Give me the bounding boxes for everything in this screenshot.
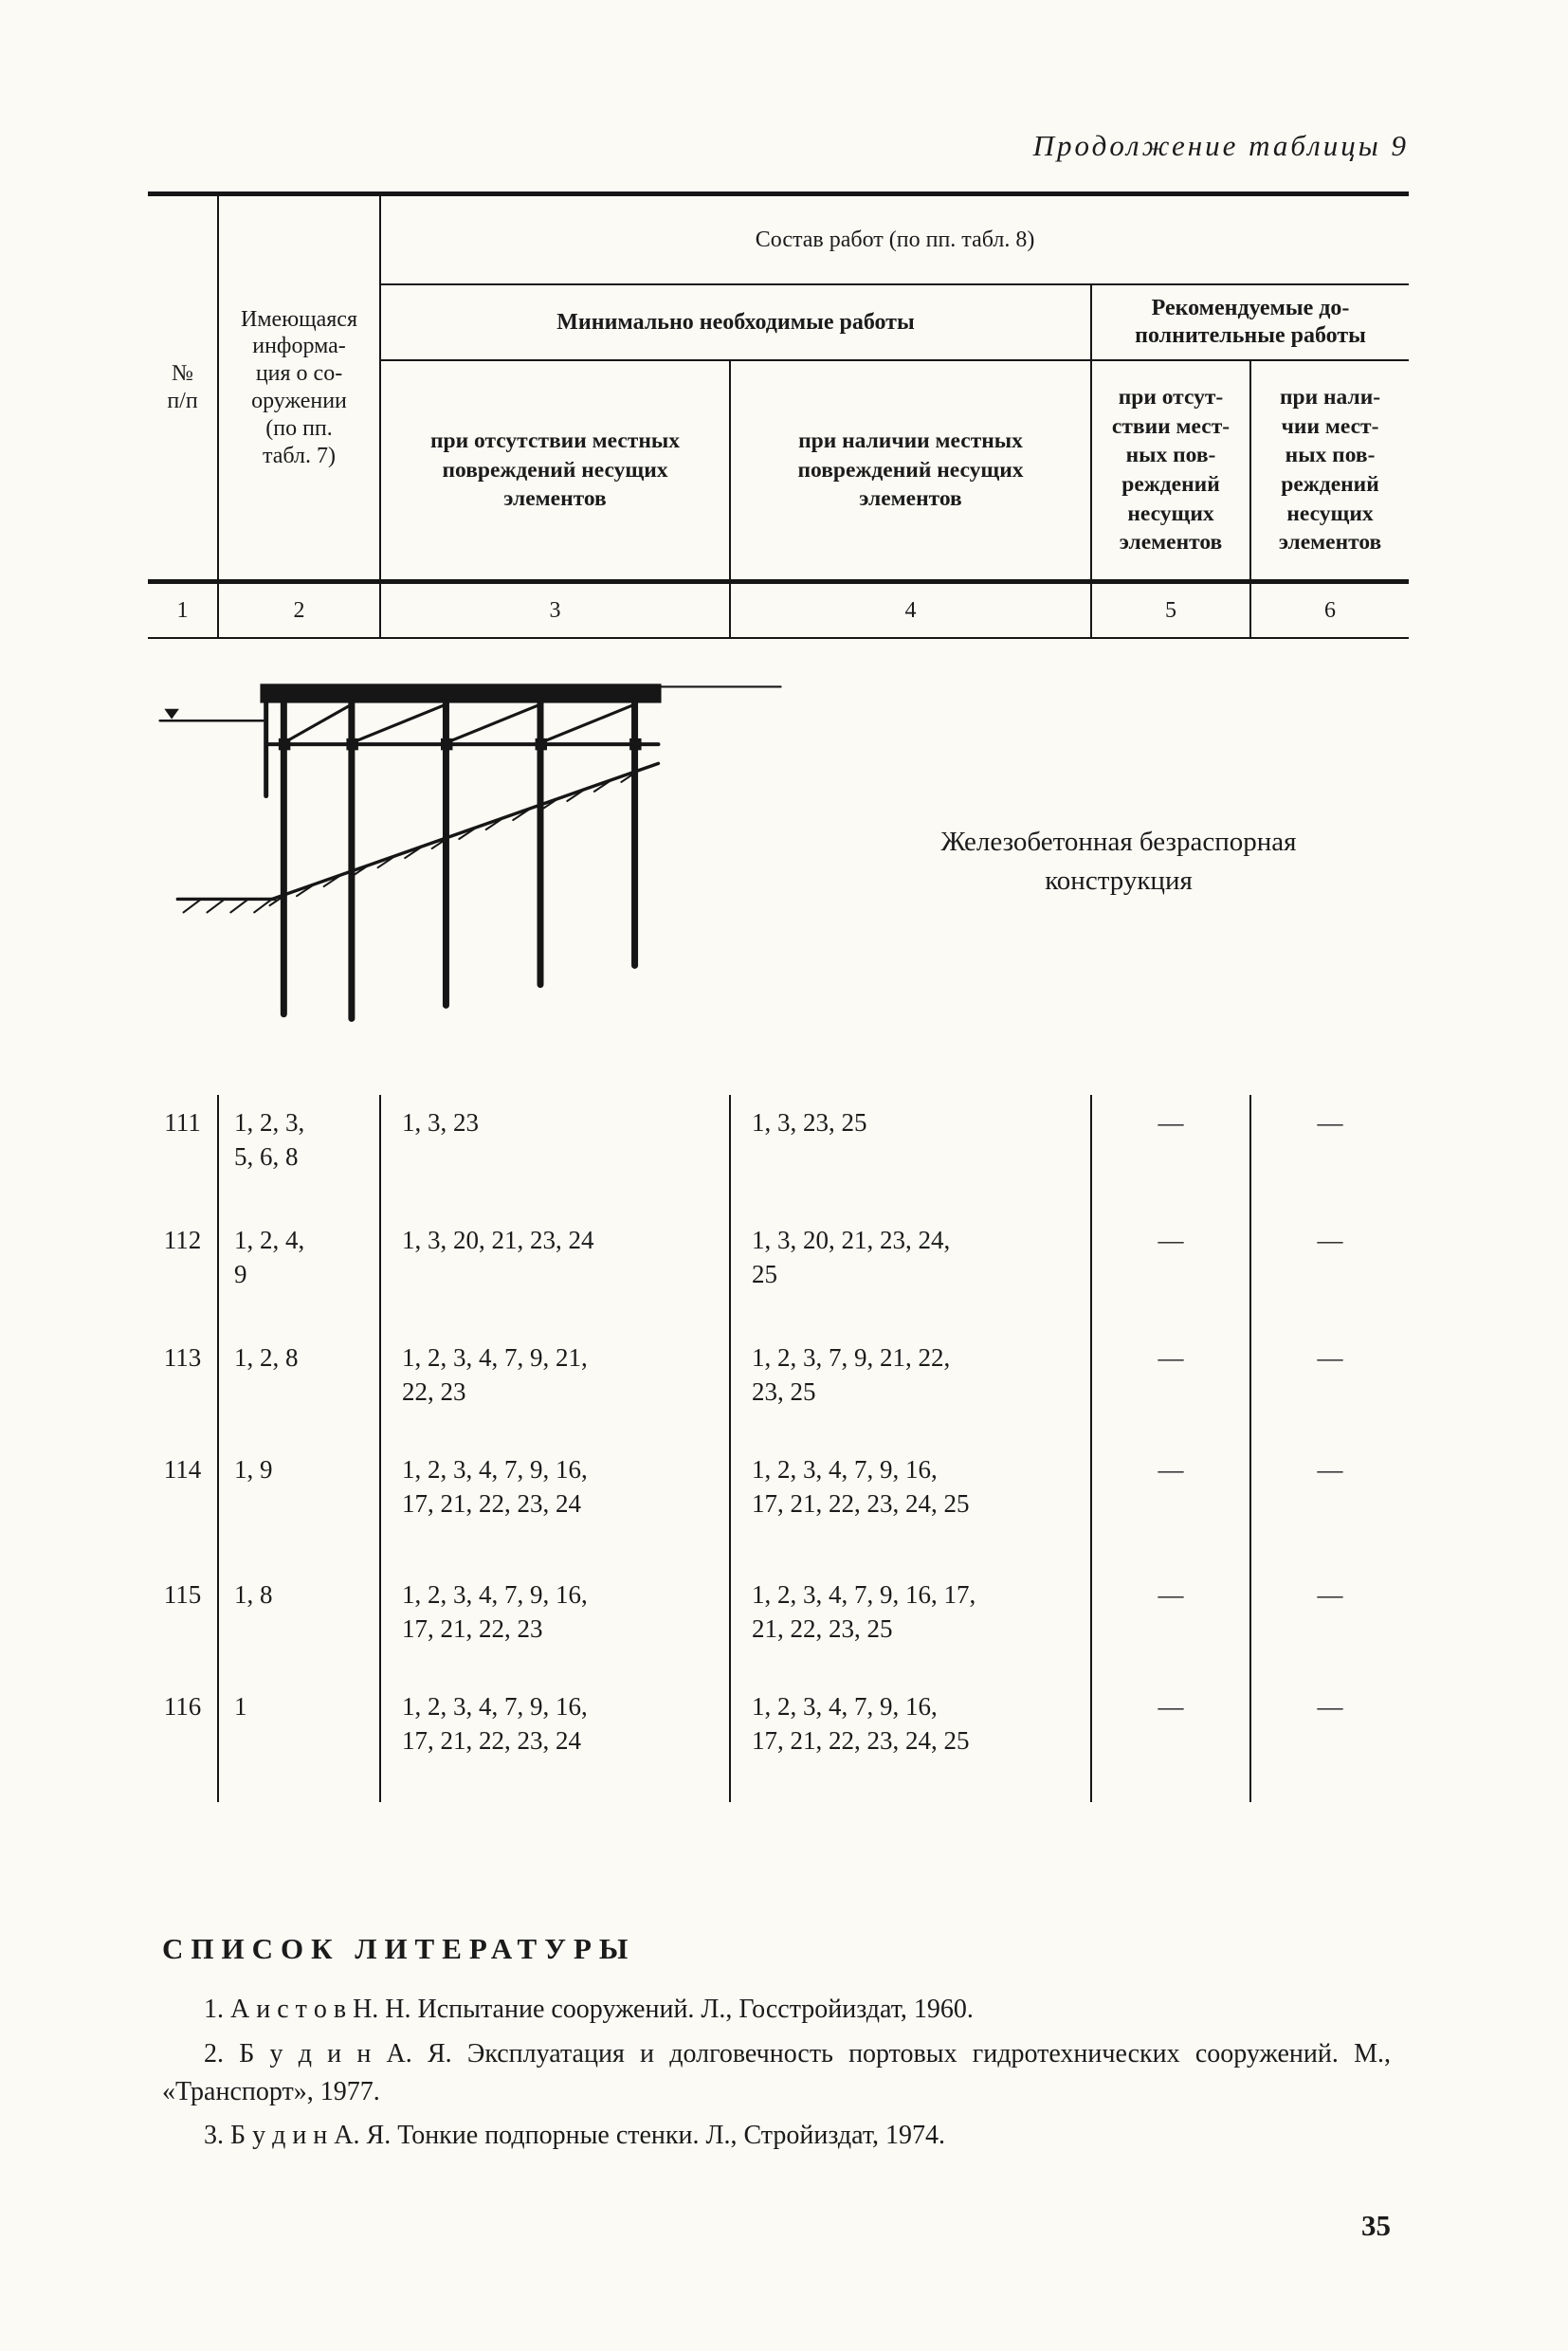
table-row: 113 1, 2, 8 1, 2, 3, 4, 7, 9, 21, 22, 23…	[148, 1330, 1409, 1442]
column-number: 2	[218, 579, 381, 639]
cell-row-number: 112	[148, 1212, 219, 1330]
table-row: 111 1, 2, 3, 5, 6, 8 1, 3, 23 1, 3, 23, …	[148, 1095, 1409, 1212]
cell-rec-with-damage: —	[1317, 1692, 1343, 1721]
cell-min-with-damage: 1, 2, 3, 4, 7, 9, 16, 17, 21, 22, 23, 24…	[730, 1442, 1092, 1567]
cell-rec-no-damage: —	[1091, 1679, 1251, 1802]
cell-row-number: 116	[148, 1679, 219, 1802]
slope-line	[270, 761, 661, 902]
cell-rec-no-damage: —	[1091, 1095, 1251, 1212]
figure-caption: Железобетонная безраспорная конструкция	[940, 827, 1297, 896]
page-number: 35	[1361, 2209, 1391, 2242]
cell-min-with-damage: 1, 3, 20, 21, 23, 24, 25	[730, 1212, 1092, 1330]
cell-min-no-damage: 1, 2, 3, 4, 7, 9, 16, 17, 21, 22, 23	[380, 1567, 731, 1679]
deck-slab	[260, 683, 662, 703]
header-cell-min-no-damage: при отсутствии местных повреждений несущ…	[380, 360, 731, 582]
header-cell-recommended-works: Рекомендуемые до- полнительные работы	[1091, 284, 1410, 361]
bibliography-section: СПИСОК ЛИТЕРАТУРЫ 1. А и с т о в Н. Н. И…	[162, 1932, 1391, 2161]
ground-hatching	[182, 898, 273, 914]
cell-rec-no-damage: —	[1091, 1567, 1251, 1679]
cell-min-no-damage: 1, 2, 3, 4, 7, 9, 16, 17, 21, 22, 23, 24	[380, 1679, 731, 1802]
cell-info: 1, 8	[218, 1567, 381, 1679]
table-row: 115 1, 8 1, 2, 3, 4, 7, 9, 16, 17, 21, 2…	[148, 1567, 1409, 1679]
cell-min-no-damage: 1, 3, 23	[380, 1095, 731, 1212]
slope-hatching	[268, 769, 641, 907]
cell-info: 1, 9	[218, 1442, 381, 1567]
bibliography-item: 2. Б у д и н А. Я. Эксплуатация и долгов…	[162, 2038, 1391, 2106]
header-cell-row-number: № п/п	[148, 193, 219, 582]
cell-info: 1, 2, 8	[218, 1330, 381, 1442]
cell-min-no-damage: 1, 3, 20, 21, 23, 24	[380, 1212, 731, 1330]
cell-min-with-damage: 1, 2, 3, 4, 7, 9, 16, 17, 21, 22, 23, 25	[730, 1567, 1092, 1679]
header-cell-works-composition: Состав работ (по пп. табл. 8)	[380, 193, 1410, 285]
cell-min-with-damage: 1, 3, 23, 25	[730, 1095, 1092, 1212]
cell-rec-with-damage: —	[1317, 1455, 1343, 1484]
cell-min-with-damage: 1, 2, 3, 4, 7, 9, 16, 17, 21, 22, 23, 24…	[730, 1679, 1092, 1802]
cell-rec-with-damage: —	[1317, 1226, 1343, 1254]
cell-rec-no-damage: —	[1091, 1442, 1251, 1567]
column-number: 1	[148, 579, 219, 639]
bibliography-item: 3. Б у д и н А. Я. Тонкие подпорные стен…	[204, 2121, 945, 2151]
cell-rec-no-damage: —	[1091, 1212, 1251, 1330]
table-row: 116 1 1, 2, 3, 4, 7, 9, 16, 17, 21, 22, …	[148, 1679, 1409, 1802]
cell-info: 1	[218, 1679, 381, 1802]
header-cell-rec-no-damage: при отсут- ствии мест- ных пов- реждений…	[1091, 360, 1251, 582]
column-number: 4	[730, 579, 1092, 639]
cell-rec-with-damage: —	[1317, 1343, 1343, 1372]
cell-rec-no-damage: —	[1091, 1330, 1251, 1442]
column-number: 6	[1250, 579, 1410, 639]
cell-row-number: 113	[148, 1330, 219, 1442]
cell-min-no-damage: 1, 2, 3, 4, 7, 9, 21, 22, 23	[380, 1330, 731, 1442]
piles	[280, 700, 639, 1022]
cell-info: 1, 2, 3, 5, 6, 8	[218, 1095, 381, 1212]
cell-min-with-damage: 1, 2, 3, 7, 9, 21, 22, 23, 25	[730, 1330, 1092, 1442]
joint-plates	[278, 738, 642, 751]
cell-row-number: 114	[148, 1442, 219, 1567]
header-cell-available-info: Имеющаяся информа- ция о со- оружении (п…	[218, 193, 381, 582]
cell-row-number: 115	[148, 1567, 219, 1679]
works-table-header: № п/п Имеющаяся информа- ция о со- оруже…	[148, 191, 1410, 639]
header-cell-minimum-works: Минимально необходимые работы	[380, 284, 1092, 361]
cell-row-number: 111	[148, 1095, 219, 1212]
cell-info: 1, 2, 4, 9	[218, 1212, 381, 1330]
diagonal-braces	[282, 702, 637, 745]
bibliography-title: СПИСОК ЛИТЕРАТУРЫ	[162, 1932, 636, 1965]
table-row: 114 1, 9 1, 2, 3, 4, 7, 9, 16, 17, 21, 2…	[148, 1442, 1409, 1567]
header-cell-rec-with-damage: при нали- чии мест- ных пов- реждений не…	[1278, 385, 1382, 556]
table-row: 112 1, 2, 4, 9 1, 3, 20, 21, 23, 24 1, 3…	[148, 1212, 1409, 1330]
cell-min-no-damage: 1, 2, 3, 4, 7, 9, 16, 17, 21, 22, 23, 24	[380, 1442, 731, 1567]
column-number: 5	[1091, 579, 1251, 639]
cell-rec-with-damage: —	[1317, 1580, 1343, 1609]
table-continuation-label: Продолжение таблицы 9	[1032, 129, 1409, 162]
bibliography-item: 1. А и с т о в Н. Н. Испытание сооружени…	[204, 1995, 974, 2024]
water-level-mark	[164, 708, 179, 720]
works-table-body: 111 1, 2, 3, 5, 6, 8 1, 3, 23 1, 3, 23, …	[148, 1095, 1409, 1802]
cell-rec-with-damage: —	[1317, 1108, 1343, 1137]
header-cell-min-with-damage: при наличии местных повреждений несущих …	[730, 360, 1092, 582]
structure-drawing	[158, 683, 782, 1022]
column-number: 3	[380, 579, 731, 639]
